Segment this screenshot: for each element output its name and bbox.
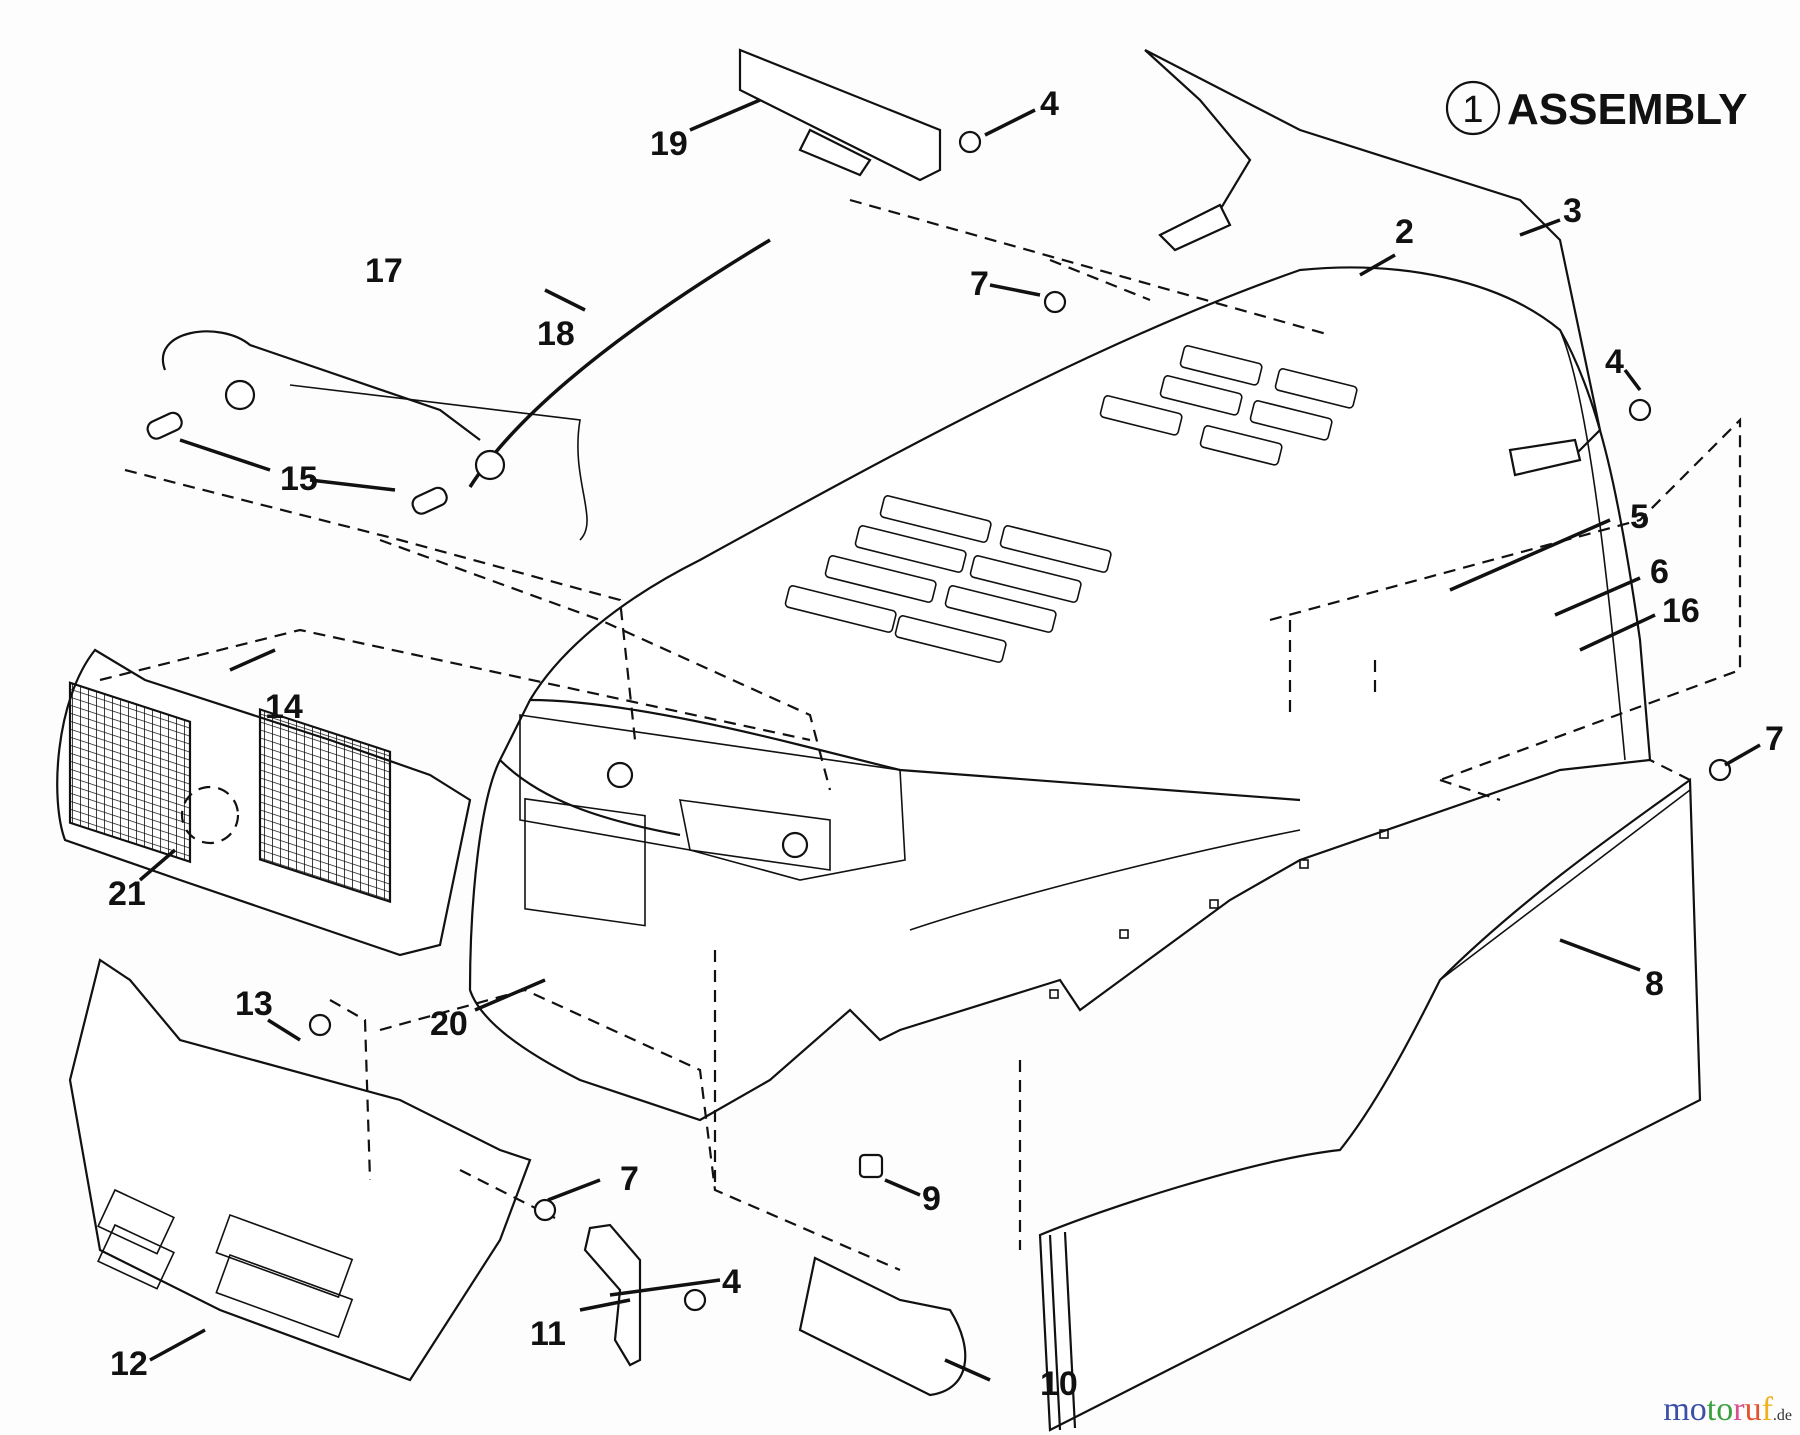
callout-19: 20	[430, 1005, 468, 1043]
callout-17: 18	[537, 315, 575, 353]
callout-10: 10	[1040, 1365, 1078, 1403]
callout-4a: 4	[1040, 85, 1059, 123]
lower-cover	[798, 1256, 967, 1397]
callout-8: 8	[1645, 965, 1664, 1003]
watermark-letter: f	[1761, 1391, 1773, 1428]
callout-11: 11	[530, 1315, 566, 1353]
callout-7c: 7	[620, 1160, 639, 1198]
front-bumper	[68, 958, 532, 1382]
callout-16: 17	[365, 252, 403, 290]
callout-4b: 4	[1605, 343, 1624, 381]
assembly-title: 1 ASSEMBLY	[1445, 80, 1747, 136]
grille	[56, 648, 472, 957]
callout-5: 5	[1630, 498, 1649, 536]
callout-3: 3	[1563, 192, 1582, 230]
title-number: 1	[1462, 89, 1483, 131]
watermark-suffix: .de	[1772, 1407, 1792, 1424]
hinge-bracket	[738, 48, 942, 182]
callout-12: 12	[110, 1345, 148, 1383]
callout-13: 13	[235, 985, 273, 1023]
side-panel	[1038, 777, 1702, 1432]
title-number-circle	[1445, 80, 1501, 136]
watermark-logo: motoruf.de	[1663, 1391, 1792, 1429]
assembly-guides	[99, 198, 1742, 1272]
clip	[583, 1223, 642, 1367]
watermark-letter: o	[1716, 1391, 1734, 1428]
leader-lines	[138, 98, 1761, 1382]
watermark-letter: u	[1744, 1391, 1762, 1428]
callout-9: 9	[922, 1180, 941, 1218]
hood-vents	[784, 345, 1358, 663]
callout-2: 2	[1395, 213, 1414, 251]
callout-14: 14	[265, 688, 303, 726]
callout-20: 16	[1662, 592, 1700, 630]
callout-15: 15	[280, 460, 318, 498]
callout-6: 6	[1650, 553, 1669, 591]
watermark-letter: t	[1706, 1391, 1717, 1428]
title-text: ASSEMBLY	[1507, 85, 1747, 134]
callout-4c: 4	[722, 1263, 741, 1301]
callout-7b: 7	[1765, 720, 1784, 758]
hood-support-rod	[1144, 49, 1602, 477]
watermark-letter: r	[1733, 1391, 1745, 1428]
wire-harness	[146, 238, 771, 541]
callout-7a: 7	[970, 265, 989, 303]
callout-21: 21	[108, 875, 146, 913]
hardware	[308, 130, 1732, 1312]
callout-18: 19	[650, 125, 688, 163]
callouts: 2 3 4 4 4 5 6 16 7 7 7 8 9 10 11 12 13 1…	[108, 85, 1784, 1403]
watermark-letter: m	[1663, 1391, 1690, 1428]
watermark-letter: o	[1689, 1391, 1707, 1428]
